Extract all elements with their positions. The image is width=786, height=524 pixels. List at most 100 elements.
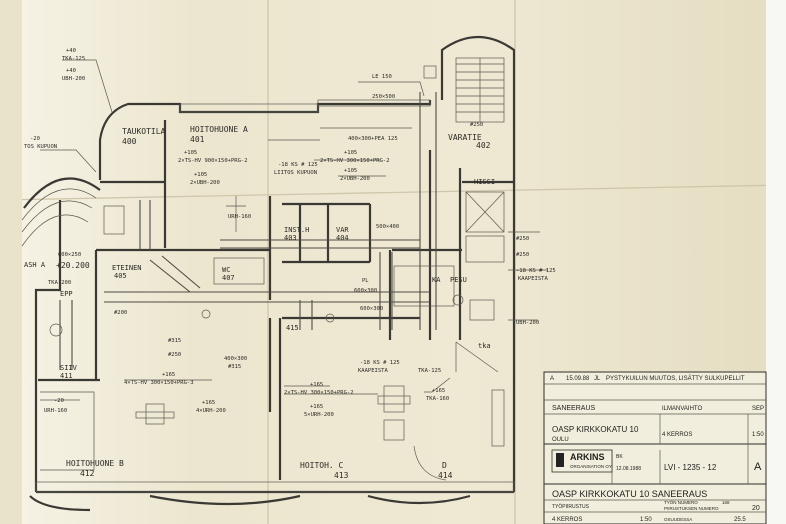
room-name: INST.H [284, 226, 309, 234]
work-number-label: TYÖN NUMERO [664, 499, 698, 505]
duct-note: 400×300+PEA 125 [348, 136, 398, 142]
duct-annotations: +40 TKA-125 +40 UBH-200 -20 TOS KUPUON +… [24, 48, 556, 418]
company-name: ARKINS [570, 452, 605, 462]
sheet-edge [0, 0, 22, 524]
duct-note: +105 [344, 150, 357, 156]
duct-note: TKA-125 [62, 56, 85, 62]
discipline: ILMANVAIHTO [662, 406, 702, 412]
room-number: 407 [222, 274, 235, 282]
project-title: OASP KIRKKOKATU 10 SANEERAUS [552, 489, 707, 499]
duct-note: 2×TS-HV 300×150+PRG-2 [284, 390, 354, 396]
archive-number: 20 [752, 505, 760, 512]
revision-description: PYSTYKUILUN MUUTOS, LISÄTTY SULKUPELLIT [606, 375, 745, 382]
duct-note: +40 [66, 48, 76, 54]
duct-note: -20 [30, 136, 40, 142]
duct-note: 2×UBH-200 [190, 180, 220, 186]
duct-note: 250×500 [372, 94, 395, 100]
room-name: HOITOHUONE B [66, 459, 124, 468]
interior-walls [38, 120, 514, 480]
duct-note: UBH-200 [516, 320, 539, 326]
fold-line [0, 184, 786, 201]
duct-note: TOS KUPUON [24, 144, 57, 150]
duct-note: +165 [202, 400, 215, 406]
duct-note: TKA-160 [426, 396, 449, 402]
drawing-floor: 4 KERROS [662, 432, 692, 438]
duct-note: UBH-200 [62, 76, 85, 82]
work-number: 168 [722, 500, 730, 505]
staircase-symbol [423, 57, 505, 123]
room-number: 402 [476, 141, 491, 150]
duct-note: #250 [470, 122, 483, 128]
duct-note: 4×URH-200 [196, 408, 226, 414]
duct-note: URH-160 [44, 408, 67, 414]
drawing-number: LVI - 1235 - 12 [664, 463, 717, 472]
duct-note: 600×300 [360, 306, 383, 312]
footer-floor: 4 KERROS [552, 517, 582, 523]
duct-note: 5×URH-200 [304, 412, 334, 418]
room-number: 400 [122, 137, 137, 146]
duct-note: 2×TS-HV 900×150+PRG-2 [178, 158, 248, 164]
duct-note: 400×300 [224, 356, 247, 362]
room-number: 413 [334, 471, 349, 480]
duct-note: #315 [168, 338, 181, 344]
duct-note: 2×UBH-200 [340, 176, 370, 182]
duct-note: +165 [162, 372, 175, 378]
current-revision: A [754, 461, 762, 473]
title-block: A 15.09.88 JL PYSTYKUILUN MUUTOS, LISÄTT… [543, 371, 767, 524]
room-labels: TAUKOTILA 400 HOITOHUONE A 401 VARATIE 4… [24, 125, 495, 480]
duct-note: +105 [344, 168, 357, 174]
duct-note: LE 150 [372, 74, 392, 80]
duct-note: 4×TS-HV 300×150+PRG-3 [124, 380, 194, 386]
sheet-label: SEP [752, 406, 764, 412]
project-city: OULU [552, 437, 569, 443]
room-name: ASH A [24, 261, 46, 269]
logo-mark-icon [556, 453, 564, 467]
duct-note: +105 [184, 150, 197, 156]
diffuser-symbols [40, 385, 505, 481]
room-number: 403 [284, 234, 297, 242]
footer-code: 1:50 [640, 517, 652, 523]
room-number: 415 [286, 324, 299, 332]
company-subtitle: ORGANISATION OY [570, 464, 612, 469]
drawing-date: 12.08.1988 [616, 466, 641, 472]
room-name: tka [478, 342, 491, 350]
room-number: 404 [336, 234, 349, 242]
project-address: OASP KIRKKOKATU 10 [552, 425, 639, 434]
room-number: 414 [438, 471, 453, 480]
room-name: VARATIE [448, 133, 482, 142]
floor-level: +20.200 [56, 261, 90, 270]
duct-note: TKA-125 [418, 368, 441, 374]
duct-note: -18 KS # 125 [516, 268, 556, 274]
duct-note: URH-160 [228, 214, 251, 220]
duct-note: 500×400 [376, 224, 399, 230]
duct-note: +40 [66, 68, 76, 74]
room-name: HOITOHUONE A [190, 125, 248, 134]
room-name: WC [222, 266, 230, 274]
work-category: TYÖPIIRUSTUS [552, 503, 590, 510]
duct-note: 600×250 [58, 252, 81, 258]
room-number: 405 [114, 272, 127, 280]
revision-date: 15.09.88 [566, 376, 590, 382]
duct-note: +165 [310, 404, 323, 410]
duct-note: -20 [54, 398, 64, 404]
room-name: VAR [336, 226, 349, 234]
footer-sheet: 25.5 [734, 517, 746, 523]
company-logo [551, 449, 613, 473]
room-name: TAUKOTILA [122, 127, 166, 136]
room-name: ETEINEN [112, 264, 142, 272]
duct-note: KAAPEISTA [518, 276, 548, 282]
duct-note: KAAPEISTA [358, 368, 388, 374]
duct-note: 2×TS-HV 300×150+PRG-2 [320, 158, 390, 164]
duct-note: LIITOS KUPUON [274, 170, 317, 176]
ventilation-ducts [49, 92, 499, 373]
duct-note: -18 KS # 125 [360, 360, 400, 366]
duct-note: #200 [114, 310, 127, 316]
background-wall [766, 0, 786, 524]
duct-note: #250 [516, 252, 529, 258]
duct-note: 600×300 [354, 288, 377, 294]
project-type: SANEERAUS [552, 405, 596, 412]
revision-letter: A [550, 376, 554, 382]
room-name: PESU [450, 276, 467, 284]
